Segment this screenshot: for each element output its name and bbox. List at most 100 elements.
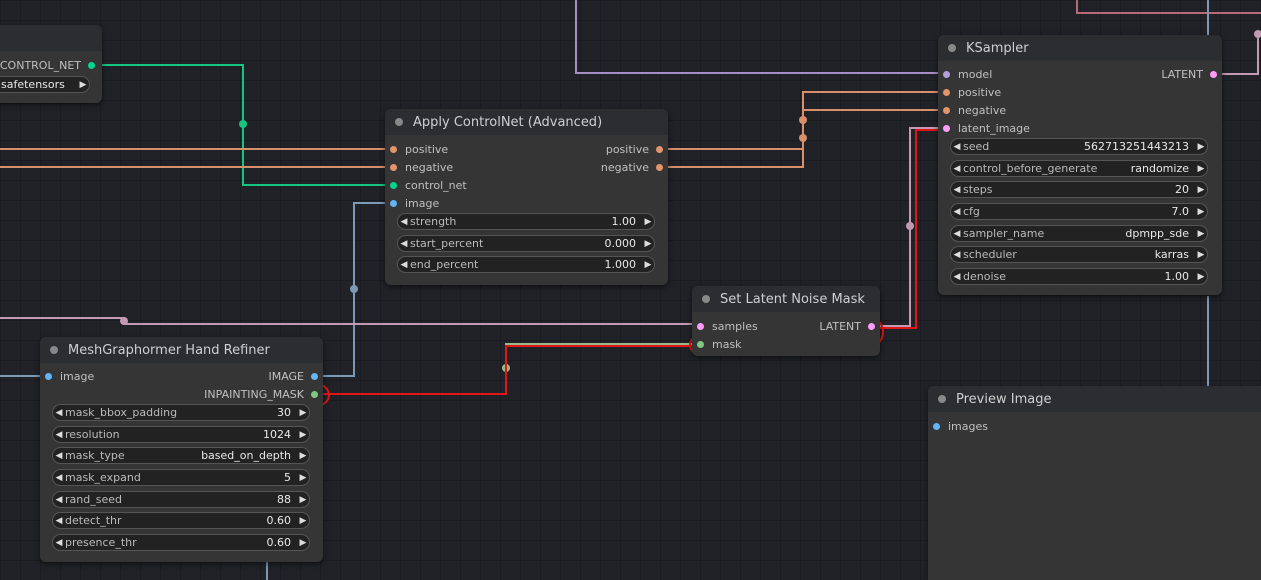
input-dot[interactable] (943, 70, 950, 78)
rand-seed-widget[interactable]: ◀ rand_seed 88 ▶ (52, 491, 310, 508)
arrow-left-icon[interactable]: ◀ (953, 141, 961, 152)
sampler-name-widget[interactable]: ◀ sampler_name dpmpp_sde ▶ (950, 225, 1208, 242)
input-dot[interactable] (943, 106, 950, 114)
input-dot[interactable] (390, 163, 397, 171)
mask-bbox-padding-widget[interactable]: ◀ mask_bbox_padding 30 ▶ (52, 404, 310, 421)
output-dot[interactable] (311, 372, 318, 380)
input-latent-image[interactable]: latent_image (943, 119, 1030, 137)
input-image[interactable]: image (45, 367, 94, 385)
apply-controlnet-title-bar[interactable]: Apply ControlNet (Advanced) (385, 109, 668, 135)
input-negative[interactable]: negative (390, 158, 453, 176)
collapse-dot-icon[interactable] (938, 395, 946, 403)
apply-controlnet-node[interactable]: Apply ControlNet (Advanced) positive neg… (385, 109, 668, 285)
output-dot[interactable] (311, 390, 318, 398)
arrow-left-icon[interactable]: ◀ (55, 407, 63, 418)
arrow-right-icon[interactable]: ▶ (644, 216, 652, 227)
input-images[interactable]: images (933, 417, 988, 435)
arrow-left-icon[interactable]: ◀ (55, 515, 63, 526)
arrow-left-icon[interactable]: ◀ (953, 206, 961, 217)
arrow-left-icon[interactable]: ◀ (400, 238, 408, 249)
arrow-left-icon[interactable]: ◀ (953, 184, 961, 195)
input-samples[interactable]: samples (697, 317, 758, 335)
arrow-right-icon[interactable]: ▶ (299, 515, 307, 526)
arrow-left-icon[interactable]: ◀ (953, 249, 961, 260)
input-model[interactable]: model (943, 65, 992, 83)
end-percent-widget[interactable]: ◀ end_percent 1.000 ▶ (397, 256, 655, 273)
arrow-right-icon[interactable]: ▶ (644, 238, 652, 249)
cfg-widget[interactable]: ◀ cfg 7.0 ▶ (950, 203, 1208, 220)
output-positive[interactable]: positive (606, 140, 663, 158)
arrow-left-icon[interactable]: ◀ (55, 537, 63, 548)
arrow-right-icon[interactable]: ▶ (644, 259, 652, 270)
arrow-right-icon[interactable]: ▶ (299, 537, 307, 548)
collapse-dot-icon[interactable] (395, 118, 403, 126)
controlnet-model-widget[interactable]: safetensors ▶ (0, 76, 90, 93)
collapse-dot-icon[interactable] (702, 295, 710, 303)
scheduler-widget[interactable]: ◀ scheduler karras ▶ (950, 246, 1208, 263)
ksampler-node[interactable]: KSampler model positive negative latent_… (938, 35, 1222, 295)
mesh-refiner-title-bar[interactable]: MeshGraphormer Hand Refiner (40, 337, 323, 363)
loader-title-bar[interactable] (0, 25, 102, 51)
output-latent[interactable]: LATENT (819, 317, 875, 335)
arrow-right-icon[interactable]: ▶ (299, 472, 307, 483)
arrow-right-icon[interactable]: ▶ (1197, 271, 1205, 282)
start-percent-widget[interactable]: ◀ start_percent 0.000 ▶ (397, 235, 655, 252)
input-dot[interactable] (697, 322, 704, 330)
strength-widget[interactable]: ◀ strength 1.00 ▶ (397, 213, 655, 230)
arrow-right-icon[interactable]: ▶ (1197, 184, 1205, 195)
arrow-right-icon[interactable]: ▶ (299, 429, 307, 440)
input-dot[interactable] (390, 181, 397, 189)
detect-thr-widget[interactable]: ◀ detect_thr 0.60 ▶ (52, 512, 310, 529)
output-image[interactable]: IMAGE (268, 367, 318, 385)
arrow-left-icon[interactable]: ◀ (55, 494, 63, 505)
arrow-left-icon[interactable]: ◀ (55, 429, 63, 440)
mask-expand-widget[interactable]: ◀ mask_expand 5 ▶ (52, 469, 310, 486)
output-dot[interactable] (656, 163, 663, 171)
control-net-output-slot[interactable]: CONTROL_NET (0, 56, 95, 74)
set-latent-noise-mask-title-bar[interactable]: Set Latent Noise Mask (692, 286, 880, 312)
arrow-right-icon[interactable]: ▶ (299, 407, 307, 418)
input-dot[interactable] (943, 124, 950, 132)
arrow-left-icon[interactable]: ◀ (400, 216, 408, 227)
denoise-widget[interactable]: ◀ denoise 1.00 ▶ (950, 268, 1208, 285)
input-control-net[interactable]: control_net (390, 176, 467, 194)
collapse-dot-icon[interactable] (948, 44, 956, 52)
presence-thr-widget[interactable]: ◀ presence_thr 0.60 ▶ (52, 534, 310, 551)
arrow-right-icon[interactable]: ▶ (1197, 206, 1205, 217)
input-positive[interactable]: positive (943, 83, 1001, 101)
arrow-left-icon[interactable]: ◀ (953, 163, 961, 174)
arrow-left-icon[interactable]: ◀ (953, 271, 961, 282)
ksampler-title-bar[interactable]: KSampler (938, 35, 1222, 61)
resolution-widget[interactable]: ◀ resolution 1024 ▶ (52, 426, 310, 443)
input-mask[interactable]: mask (697, 335, 742, 353)
input-dot[interactable] (45, 372, 52, 380)
input-image[interactable]: image (390, 194, 439, 212)
input-negative[interactable]: negative (943, 101, 1006, 119)
output-dot[interactable] (868, 322, 875, 330)
mesh-graphormer-hand-refiner-node[interactable]: MeshGraphormer Hand Refiner image IMAGE … (40, 337, 323, 562)
arrow-right-icon[interactable]: ▶ (79, 79, 87, 90)
controlnet-loader-node[interactable]: CONTROL_NET safetensors ▶ (0, 25, 102, 103)
output-dot[interactable] (656, 145, 663, 153)
preview-image-node[interactable]: Preview Image images (928, 386, 1261, 580)
set-latent-noise-mask-node[interactable]: Set Latent Noise Mask samples mask LATEN… (692, 286, 880, 356)
control-before-generate-widget[interactable]: ◀ control_before_generate randomize ▶ (950, 160, 1208, 177)
preview-image-title-bar[interactable]: Preview Image (928, 386, 1261, 412)
seed-widget[interactable]: ◀ seed 562713251443213 ▶ (950, 138, 1208, 155)
arrow-right-icon[interactable]: ▶ (1197, 163, 1205, 174)
input-dot[interactable] (933, 422, 940, 430)
output-dot[interactable] (1210, 70, 1217, 78)
arrow-left-icon[interactable]: ◀ (953, 228, 961, 239)
arrow-left-icon[interactable]: ◀ (55, 472, 63, 483)
arrow-right-icon[interactable]: ▶ (1197, 141, 1205, 152)
input-dot[interactable] (943, 88, 950, 96)
input-dot[interactable] (390, 199, 397, 207)
input-dot[interactable] (697, 340, 704, 348)
output-inpainting-mask[interactable]: INPAINTING_MASK (204, 385, 318, 403)
arrow-right-icon[interactable]: ▶ (1197, 228, 1205, 239)
output-negative[interactable]: negative (601, 158, 663, 176)
arrow-right-icon[interactable]: ▶ (1197, 249, 1205, 260)
output-latent[interactable]: LATENT (1161, 65, 1217, 83)
input-positive[interactable]: positive (390, 140, 448, 158)
collapse-dot-icon[interactable] (50, 346, 58, 354)
